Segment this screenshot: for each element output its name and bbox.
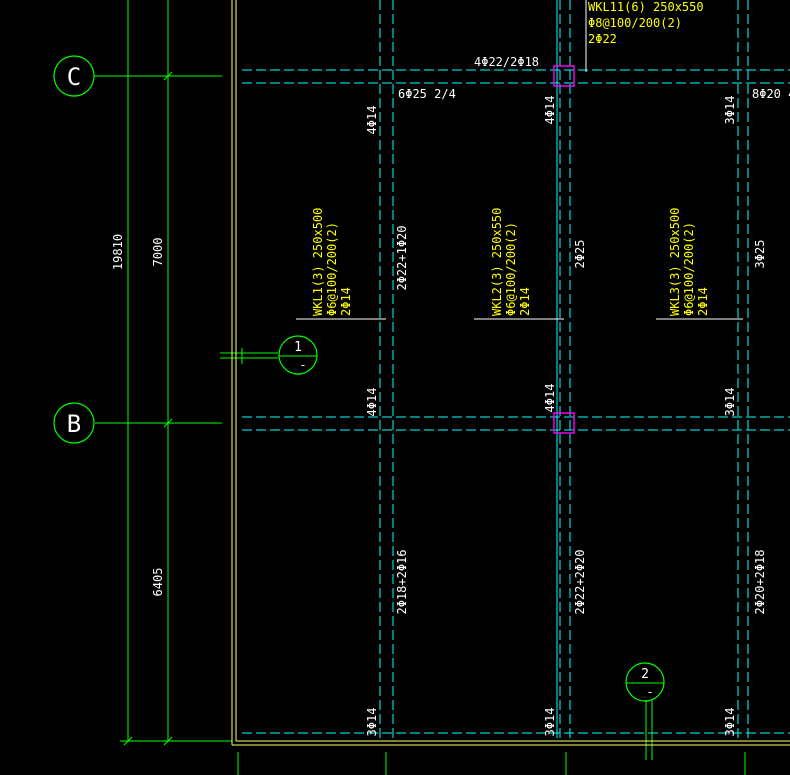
- section-mark-1[interactable]: 1 -: [278, 335, 318, 375]
- rebar-bot-v2: 3Φ14: [543, 708, 557, 737]
- rebar-bot-v3: 3Φ14: [723, 708, 737, 737]
- dim-upper-text: 7000: [151, 238, 165, 267]
- column-c[interactable]: [553, 65, 575, 87]
- rebar-c-v2: 4Φ14: [543, 96, 557, 125]
- section-mark-1-circle: [278, 335, 318, 375]
- rebar-c-v1: 4Φ14: [365, 106, 379, 135]
- axis-bubble-b[interactable]: B: [53, 402, 95, 444]
- section-mark-1-number: 1: [294, 340, 302, 355]
- section-mark-1-sub: -: [299, 358, 306, 372]
- rebar-b-v3: 3Φ14: [723, 388, 737, 417]
- section-mark-2-circle: [625, 662, 665, 702]
- beam-label-wkl1[interactable]: WKL1(3) 250x500 Φ6@100/200(2) 2Φ14: [311, 208, 353, 316]
- axis-b-circle: [53, 402, 95, 444]
- section-mark-2-sub: -: [646, 685, 653, 699]
- beam-lines: [242, 0, 790, 738]
- beam-label-wkl2[interactable]: WKL2(3) 250x550 Φ6@100/200(2) 2Φ14: [490, 208, 532, 316]
- beam-label-wkl3[interactable]: WKL3(3) 250x500 Φ6@100/200(2) 2Φ14: [668, 208, 710, 316]
- rebar-b-v1: 4Φ14: [365, 388, 379, 417]
- rebar-mid-v1: 2Φ22+1Φ20: [395, 225, 409, 290]
- rebar-bot-v1: 3Φ14: [365, 708, 379, 737]
- wkl11-size: WKL11(6) 250x550: [588, 0, 704, 14]
- rebar-low-v1: 2Φ18+2Φ16: [395, 549, 409, 614]
- rebar-low-v2: 2Φ22+2Φ20: [573, 549, 587, 614]
- wall-edge: [231, 0, 790, 746]
- axis-b-label: B: [67, 410, 81, 438]
- rebar-b-v2: 4Φ14: [543, 384, 557, 413]
- axis-bubble-c[interactable]: C: [53, 55, 95, 97]
- axis-c-label: C: [67, 63, 81, 91]
- rebar-labels: 4Φ22/2Φ18 6Φ25 2/4 8Φ20 4 4Φ14 4Φ14 3Φ14…: [365, 55, 790, 736]
- wkl11-top-bar: 2Φ22: [588, 32, 617, 46]
- rebar-mid-v3: 3Φ25: [753, 240, 767, 269]
- rebar-top-c-mid: 4Φ22/2Φ18: [474, 55, 539, 69]
- dim-lower-text: 6405: [151, 568, 165, 597]
- wkl2-top-bar: 2Φ14: [518, 287, 532, 316]
- rebar-top-c-left: 6Φ25 2/4: [398, 87, 456, 101]
- dim-total-text: 19810: [111, 234, 125, 270]
- wkl3-top-bar: 2Φ14: [696, 287, 710, 316]
- wkl1-size: WKL1(3) 250x500: [311, 208, 325, 316]
- leader-lines: [296, 0, 743, 320]
- wkl2-size: WKL2(3) 250x550: [490, 208, 504, 316]
- rebar-top-c-right: 8Φ20 4: [752, 87, 790, 101]
- wkl11-stirrup: Φ8@100/200(2): [588, 16, 682, 30]
- rebar-low-v3: 2Φ20+2Φ18: [753, 549, 767, 614]
- wkl3-stirrup: Φ6@100/200(2): [682, 222, 696, 316]
- section-mark-2[interactable]: 2 -: [625, 662, 665, 702]
- wkl2-stirrup: Φ6@100/200(2): [504, 222, 518, 316]
- wkl3-size: WKL3(3) 250x500: [668, 208, 682, 316]
- wkl1-top-bar: 2Φ14: [339, 287, 353, 316]
- column-b[interactable]: [553, 412, 575, 434]
- rebar-mid-v2: 2Φ25: [573, 240, 587, 269]
- section-mark-2-number: 2: [641, 667, 649, 682]
- wkl1-stirrup: Φ6@100/200(2): [325, 222, 339, 316]
- beam-label-wkl11[interactable]: WKL11(6) 250x550 Φ8@100/200(2) 2Φ22: [588, 0, 704, 46]
- axis-c-circle: [53, 55, 95, 97]
- rebar-c-v3: 3Φ14: [723, 96, 737, 125]
